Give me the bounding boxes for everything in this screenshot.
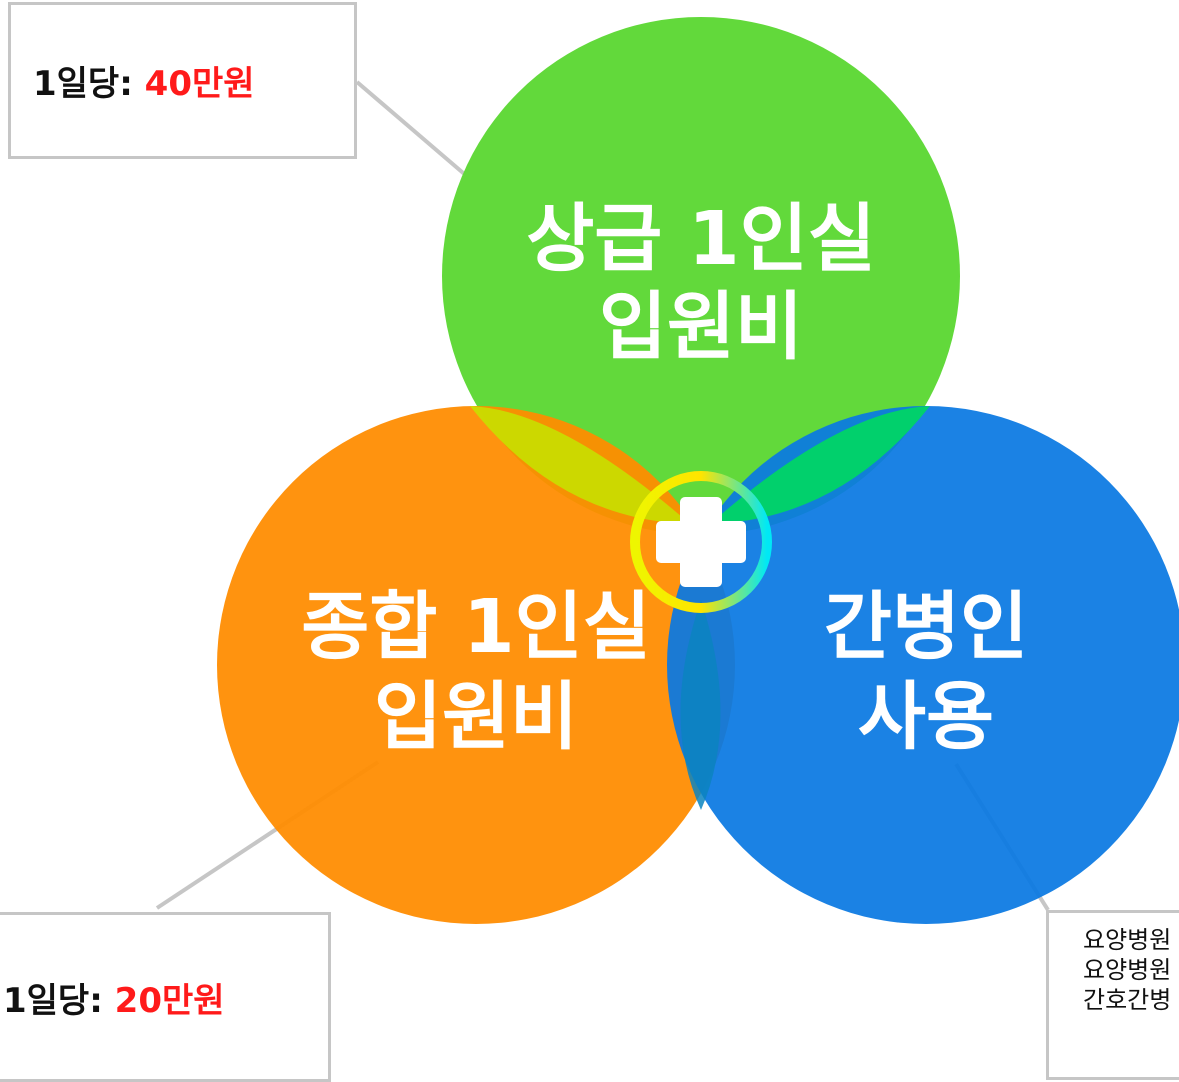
circle-left-title-line1: 종합 1인실 <box>301 584 651 670</box>
circle-right <box>667 406 1179 924</box>
circle-top-title-line1: 상급 1인실 <box>526 196 876 282</box>
callout-right-line: 요양병원 <box>1083 956 1172 984</box>
callout-right-line: 간호간병 <box>1083 986 1172 1014</box>
circle-top <box>442 17 960 535</box>
overlap-top-right <box>710 406 930 524</box>
center-ring <box>630 471 772 613</box>
callout-top: 1일당: 40만원 <box>8 2 357 159</box>
circle-top-title-line2: 입원비 <box>599 284 803 370</box>
circle-right-title-line1: 간병인 <box>824 584 1028 670</box>
circle-right-title-line2: 사용 <box>858 674 994 760</box>
circle-left-title-line2: 입원비 <box>374 674 578 760</box>
callout-right: 요양병원 요양병원 간호간병 <box>1046 910 1179 1080</box>
callout-bottom: 1일당: 20만원 <box>0 912 331 1082</box>
callout-top-amount: 40만원 <box>144 64 255 104</box>
callout-top-label: 1일당: <box>33 64 133 104</box>
callout-bottom-amount: 20만원 <box>114 980 225 1021</box>
callout-bottom-label: 1일당: <box>3 980 103 1021</box>
callout-right-line: 요양병원 <box>1083 926 1172 954</box>
overlap-left-right <box>680 600 721 810</box>
overlap-top-left <box>470 406 690 524</box>
circle-left <box>217 406 735 924</box>
plus-icon <box>656 497 746 587</box>
